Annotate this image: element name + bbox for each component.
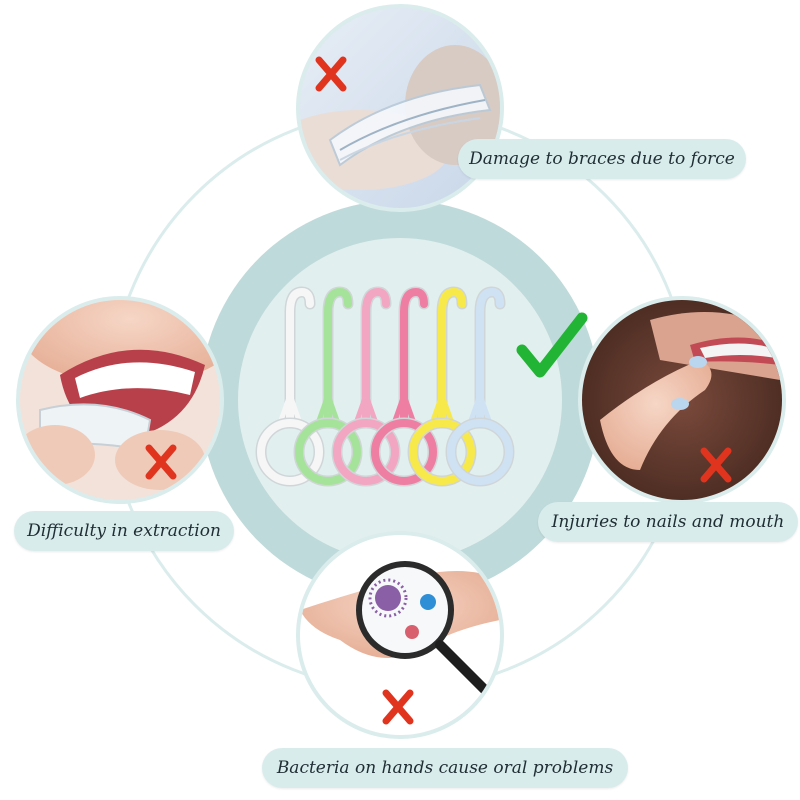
photo-nail-injury [578, 296, 786, 504]
tool-white [255, 286, 325, 487]
tool-green [293, 286, 363, 487]
label-damage-to-braces: Damage to braces due to force [458, 139, 746, 179]
label-bacteria-oral-problems: Bacteria on hands cause oral problems [262, 748, 628, 788]
x-mark-icon [315, 56, 347, 92]
photo-extraction [16, 296, 224, 504]
tool-yellow [407, 286, 477, 487]
tool-rose [369, 286, 439, 487]
tool-light-blue [445, 286, 515, 487]
label-injuries-nails-mouth: Injuries to nails and mouth [538, 502, 798, 542]
x-mark-icon [382, 689, 414, 725]
bacteria-icon [368, 578, 436, 639]
photo-bacteria [296, 531, 504, 739]
photo-braces-damage [296, 4, 504, 212]
check-mark-icon [516, 312, 588, 378]
tool-pink [331, 286, 401, 487]
aligner-removal-tools [255, 286, 515, 487]
x-mark-icon [145, 444, 177, 480]
x-mark-icon [700, 447, 732, 483]
label-difficulty-extraction: Difficulty in extraction [14, 511, 234, 551]
